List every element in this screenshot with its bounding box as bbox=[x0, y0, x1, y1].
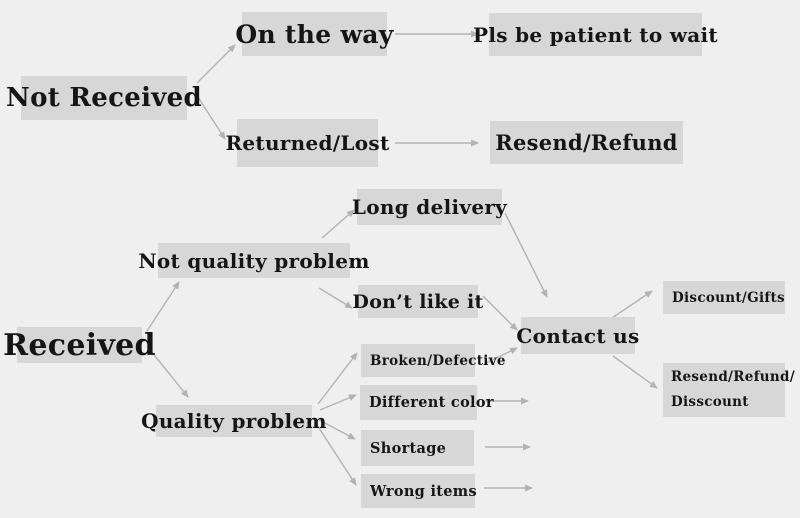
arrow-not-received-to-on-the-way bbox=[196, 44, 236, 84]
arrow-dont-like-it-to-contact-us bbox=[482, 295, 518, 331]
node-quality-problem: Quality problem bbox=[141, 405, 327, 437]
node-not-quality-problem: Not quality problem bbox=[138, 243, 369, 278]
node-different-color: Different color bbox=[360, 385, 493, 420]
node-pls-be-patient: Pls be patient to wait bbox=[473, 13, 718, 56]
node-not-received: Not Received bbox=[6, 76, 202, 120]
arrow-quality-problem-to-shortage bbox=[318, 419, 356, 440]
node-on-the-way: On the way bbox=[235, 12, 393, 56]
node-wrong-items: Wrong items bbox=[361, 474, 477, 508]
arrow-quality-problem-to-broken-defective bbox=[317, 352, 358, 405]
node-resend-refund-disscount-line1: Resend/Refund/ bbox=[671, 369, 795, 386]
arrow-broken-defective-to-contact-us bbox=[483, 347, 518, 365]
arrow-quality-problem-to-wrong-items bbox=[316, 424, 357, 486]
arrow-quality-problem-to-different-color bbox=[319, 394, 357, 411]
node-resend-refund: Resend/Refund bbox=[490, 121, 683, 164]
node-returned-lost: Returned/Lost bbox=[225, 119, 389, 167]
arrow-contact-us-to-resend-refund-disscount bbox=[612, 355, 658, 389]
node-shortage: Shortage bbox=[361, 430, 474, 466]
node-discount-gifts: Discount/Gifts bbox=[663, 281, 785, 314]
node-resend-refund-disscount: Resend/Refund/ Disscount bbox=[663, 363, 795, 417]
arrow-long-delivery-to-contact-us bbox=[504, 212, 548, 298]
node-dont-like-it: Don’t like it bbox=[352, 285, 483, 318]
node-broken-defective: Broken/Defective bbox=[361, 344, 505, 377]
node-long-delivery: Long delivery bbox=[352, 189, 507, 225]
node-received: Received bbox=[3, 327, 156, 363]
arrow-not-quality-problem-to-dont-like-it bbox=[318, 287, 353, 309]
arrow-not-quality-problem-to-long-delivery bbox=[321, 209, 355, 239]
arrow-not-received-to-returned-lost bbox=[195, 93, 226, 140]
node-contact-us: Contact us bbox=[516, 317, 639, 354]
arrow-received-to-not-quality-problem bbox=[146, 281, 180, 332]
node-resend-refund-disscount-line2: Disscount bbox=[671, 394, 749, 410]
arrow-contact-us-to-discount-gifts bbox=[611, 290, 653, 319]
arrow-received-to-quality-problem bbox=[146, 345, 189, 398]
